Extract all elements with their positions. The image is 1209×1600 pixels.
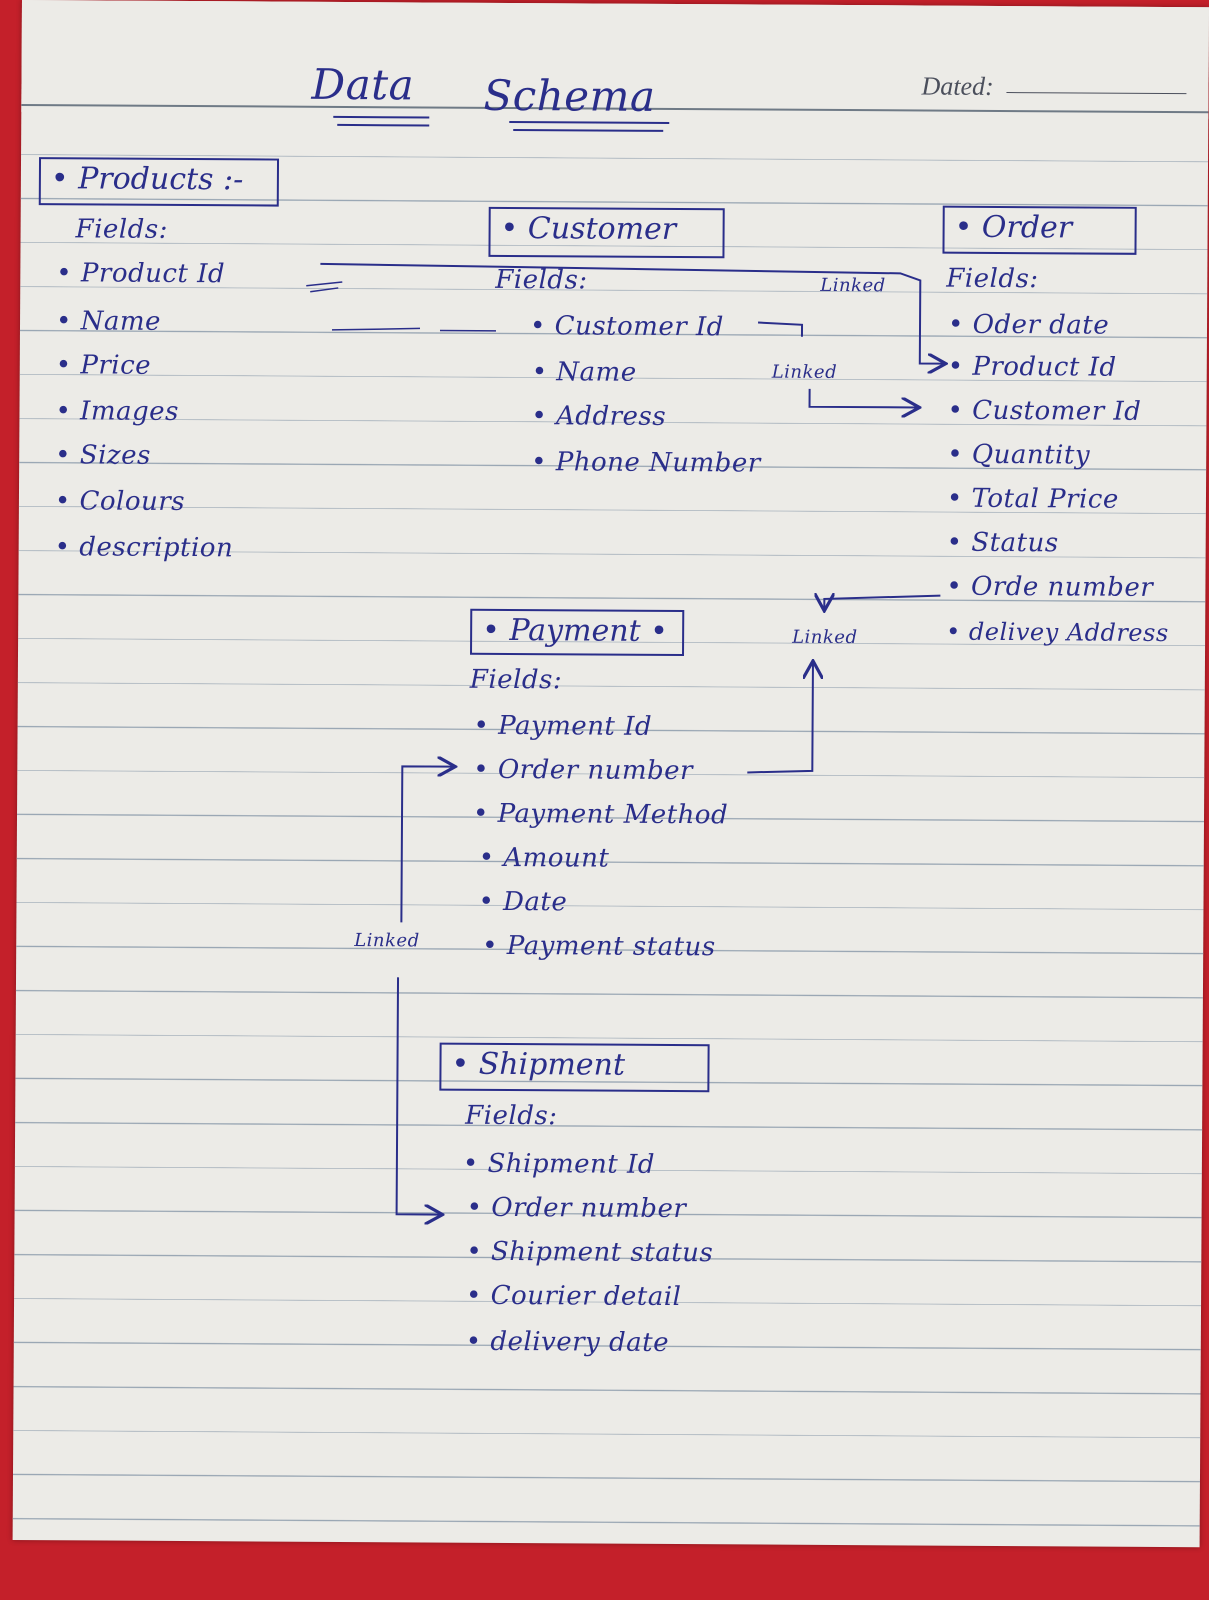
link-product-to-order	[320, 262, 945, 364]
link-order-to-payment	[824, 595, 941, 610]
scribble-mark	[331, 327, 496, 332]
link-customer-to-order	[757, 321, 804, 337]
notebook-page: Data Schema Dated: • Products :- Fields:…	[12, 0, 1209, 1548]
relationship-connectors	[306, 262, 1209, 1547]
scribble-mark	[306, 281, 343, 293]
link-payment-to-order	[747, 662, 813, 774]
link-payment-shipment-lower	[395, 977, 442, 1214]
link-payment-shipment-upper	[400, 766, 453, 923]
link-customer-to-order	[808, 388, 918, 408]
